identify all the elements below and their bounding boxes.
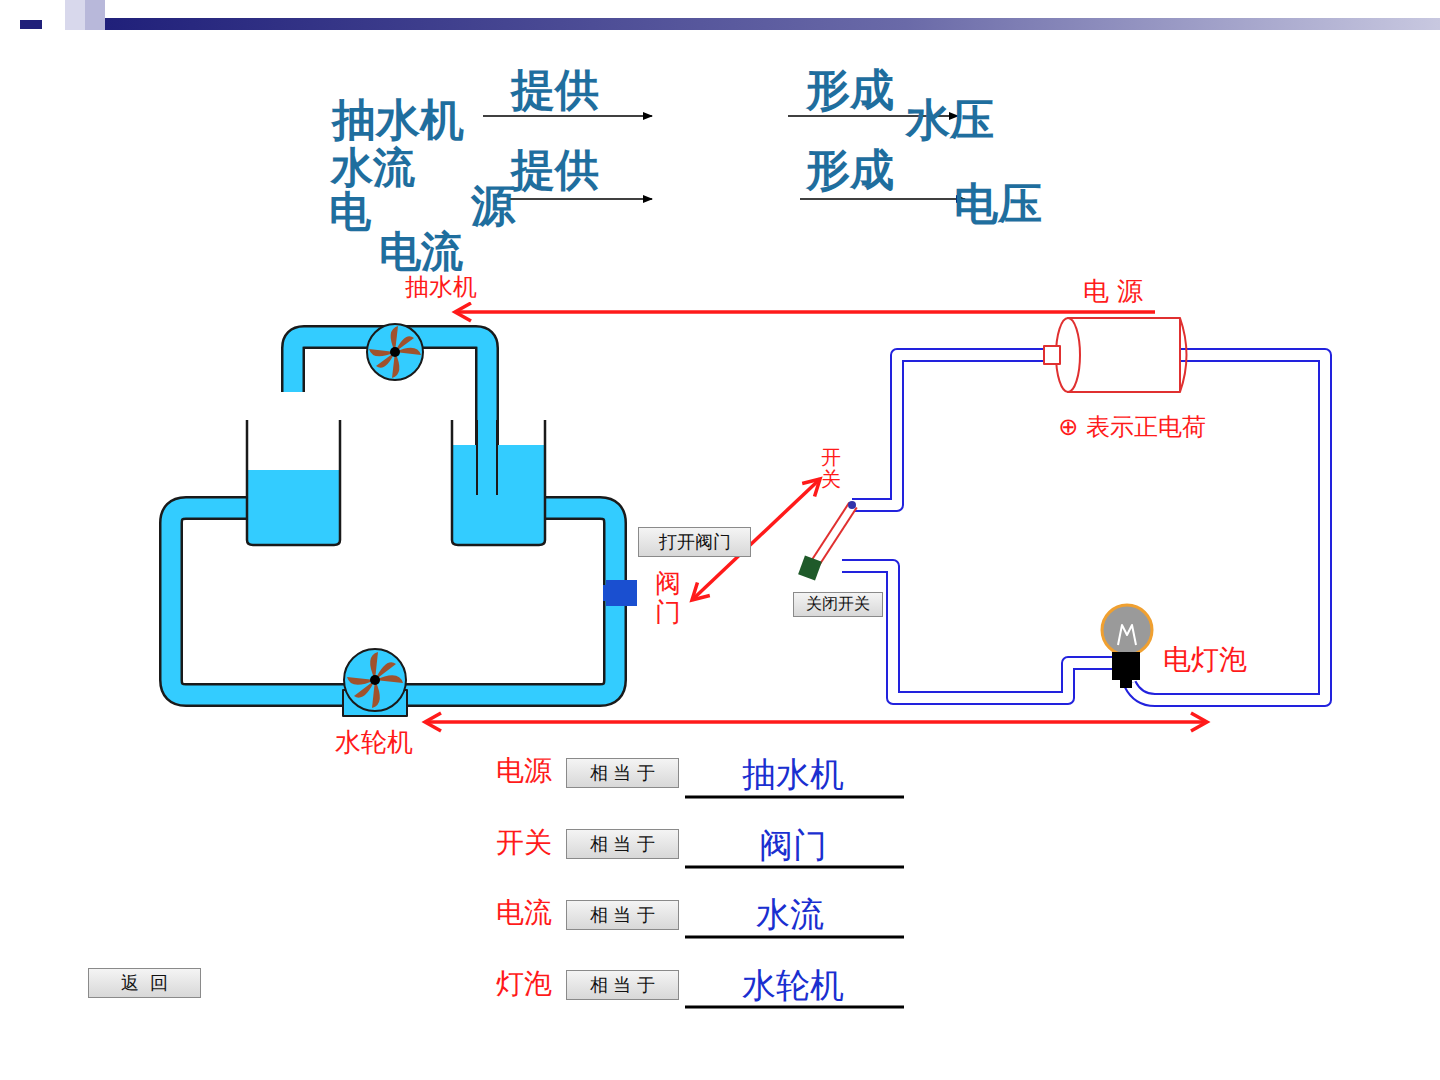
heading-text: 电压: [954, 179, 1042, 230]
title-bar: [20, 0, 1440, 30]
water-circuit: [171, 324, 637, 716]
answer-text: 抽水机: [742, 755, 844, 794]
heading-text: 抽水机: [332, 95, 464, 146]
part-label: 电 源: [1080, 277, 1146, 307]
relation-button: 相 当 于: [566, 970, 679, 1000]
button-text: 打开阀门: [659, 530, 731, 554]
part-label: 开关: [821, 446, 841, 490]
answer-underlines: [685, 797, 904, 1007]
button: 打开阀门: [638, 527, 751, 557]
question-label: 电流: [496, 897, 552, 929]
question-label: 电源: [496, 755, 552, 787]
part-label: 抽水机: [402, 274, 480, 302]
text-arrows: [483, 116, 965, 199]
back-button: 返 回: [88, 968, 201, 998]
analogy-arrows: [425, 312, 1207, 722]
heading-text: 电流: [379, 228, 463, 276]
button-text: 返 回: [121, 971, 168, 995]
verb-text: 提供: [511, 65, 599, 116]
electric-circuit: [798, 318, 1325, 700]
answer-text: 阀门: [759, 826, 827, 865]
button-text: 相 当 于: [590, 973, 655, 997]
part-label: 水轮机: [335, 728, 413, 758]
heading-text: 源: [471, 181, 515, 232]
relation-button: 相 当 于: [566, 758, 679, 788]
button-text: 相 当 于: [590, 832, 655, 856]
question-label: 开关: [496, 827, 552, 859]
heading-text: 电: [329, 188, 371, 236]
part-label: 电灯泡: [1163, 644, 1247, 676]
verb-text: 形成: [806, 145, 894, 196]
relation-button: 相 当 于: [566, 900, 679, 930]
button-text: 相 当 于: [590, 761, 655, 785]
question-label: 灯泡: [496, 968, 552, 1000]
legend-note: ⊕ 表示正电荷: [1058, 414, 1206, 442]
heading-text: 水压: [906, 95, 994, 146]
button-text: 关闭开关: [806, 594, 870, 615]
button: 关闭开关: [793, 592, 883, 617]
heading-text: 水流: [331, 144, 415, 192]
answer-text: 水流: [756, 895, 824, 934]
verb-text: 提供: [511, 145, 599, 196]
relation-button: 相 当 于: [566, 829, 679, 859]
answer-text: 水轮机: [742, 966, 844, 1005]
verb-text: 形成: [806, 65, 894, 116]
part-label: 阀门: [655, 569, 681, 626]
button-text: 相 当 于: [590, 903, 655, 927]
